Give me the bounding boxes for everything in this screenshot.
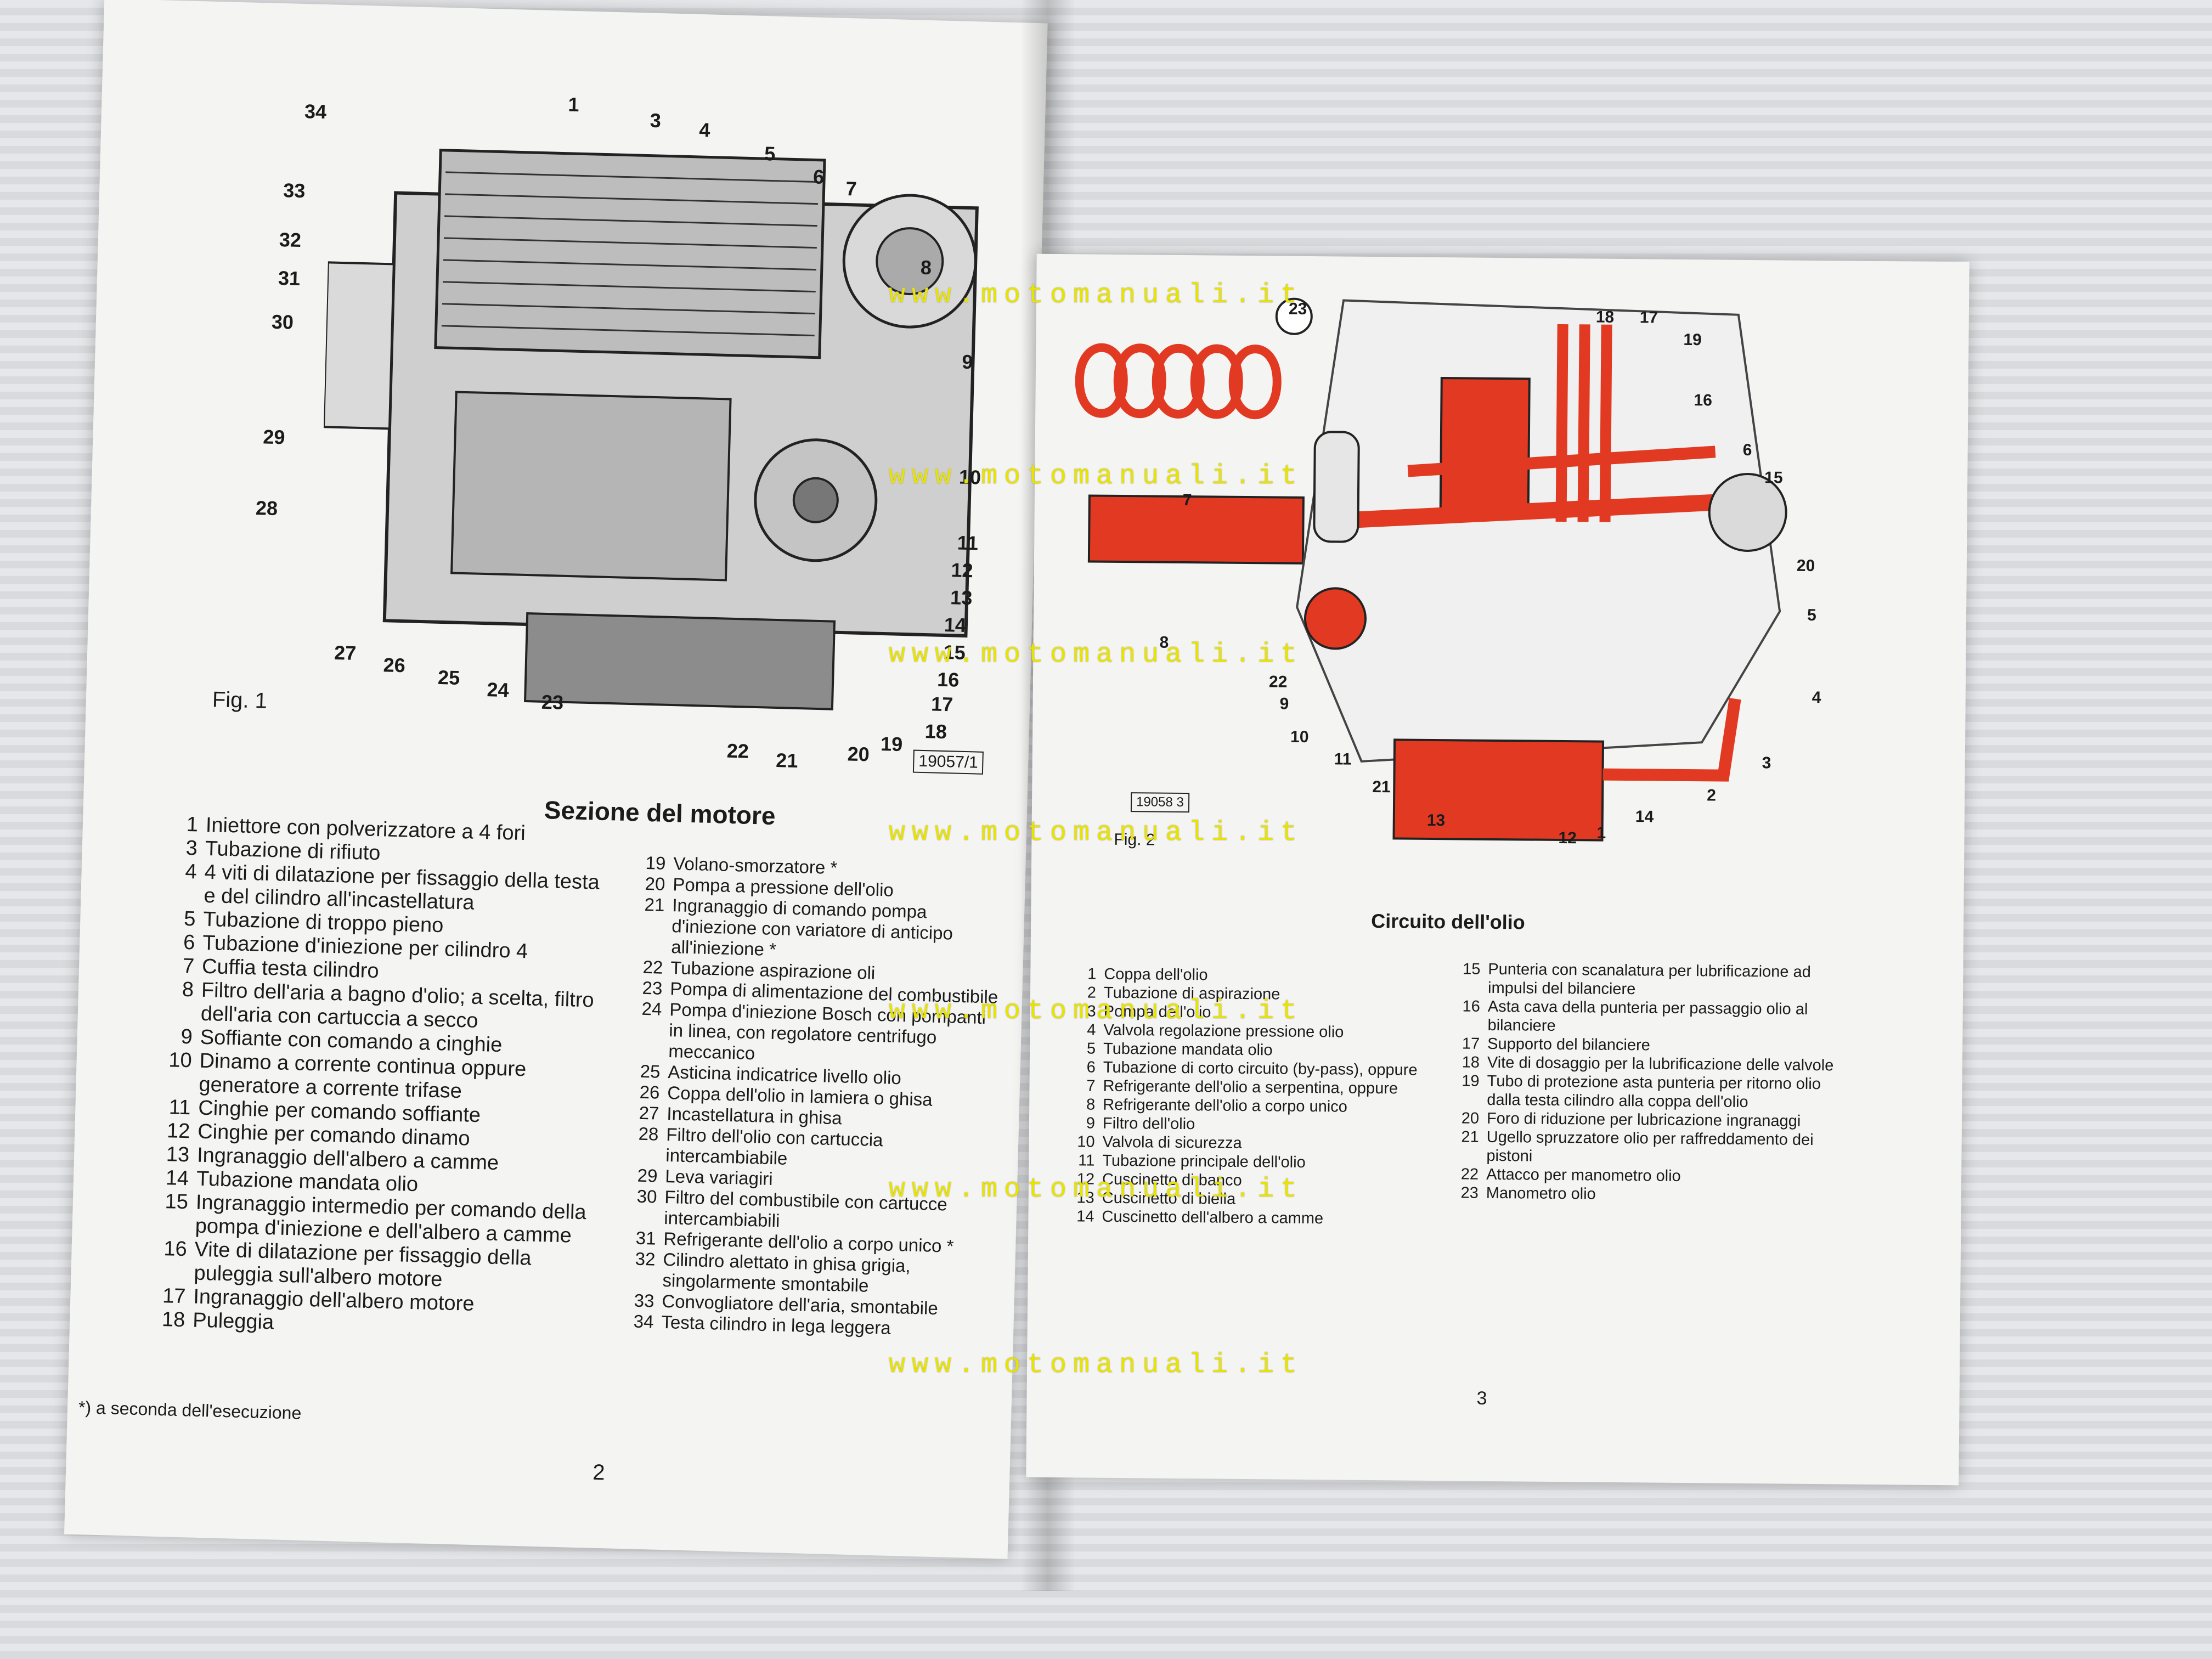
oil-circuit-illustration: [1075, 297, 1787, 842]
watermark: www.motomanuali.it: [889, 996, 1304, 1027]
callout: 18: [924, 720, 947, 743]
callout: 12: [951, 558, 974, 582]
callout: 15: [1764, 469, 1783, 487]
callout: 21: [775, 749, 798, 772]
callout: 14: [944, 613, 967, 636]
watermark: www.motomanuali.it: [889, 1174, 1304, 1205]
watermark: www.motomanuali.it: [889, 639, 1304, 670]
callout: 16: [936, 668, 960, 691]
callout: 14: [1635, 808, 1654, 826]
callout: 4: [1812, 688, 1821, 707]
callout: 27: [334, 641, 357, 664]
callout: 17: [930, 692, 953, 716]
page-number: 3: [1476, 1387, 1487, 1409]
callout: 18: [1595, 308, 1615, 326]
figure-1-ref: 19057/1: [912, 749, 984, 775]
footnote: *) a seconda dell'esecuzione: [78, 1397, 302, 1423]
callout: 5: [1807, 606, 1816, 625]
callout: 1: [568, 93, 580, 116]
callout: 19: [880, 732, 903, 756]
callout: 9: [1279, 695, 1289, 713]
watermark: www.motomanuali.it: [889, 817, 1304, 849]
callout: 23: [541, 690, 564, 714]
callout: 6: [1742, 441, 1752, 460]
callout: 3: [650, 109, 662, 132]
right-page: 23 18 17 19 16 6 15 20 5 4 3 2 14 1 12 1…: [1026, 253, 1970, 1486]
callout: 19: [1683, 330, 1702, 349]
figure-2-ref: 19058 3: [1130, 792, 1189, 813]
callout: 25: [437, 665, 460, 689]
callout: 10: [1290, 727, 1309, 746]
callout: 17: [1639, 308, 1658, 327]
callout: 20: [847, 742, 870, 766]
callout: 33: [283, 179, 306, 202]
figure-2-callouts: 23 18 17 19 16 6 15 20 5 4 3 2 14 1 12 1…: [1037, 254, 1970, 848]
callout: 20: [1796, 556, 1815, 575]
section-title: Circuito dell'olio: [1370, 909, 1525, 934]
callout: 16: [1694, 391, 1712, 410]
callout: 4: [698, 118, 710, 142]
callout: 8: [920, 256, 932, 279]
callout: 9: [961, 350, 974, 374]
watermark: www.motomanuali.it: [889, 280, 1304, 311]
callout: 28: [255, 496, 278, 520]
callout: 22: [1268, 673, 1288, 691]
watermark: www.motomanuali.it: [889, 1350, 1304, 1381]
callout: 32: [279, 228, 302, 252]
figure-1-callouts: 34 1 3 4 5 6 7 33 8 32 31 9 30 29 10 28 …: [104, 0, 1047, 772]
callout: 13: [950, 586, 973, 610]
callout: 34: [304, 100, 327, 123]
watermark: www.motomanuali.it: [889, 461, 1304, 492]
callout: 5: [764, 142, 776, 165]
callout: 3: [1762, 754, 1771, 772]
callout: 11: [1334, 750, 1352, 769]
callout: 29: [262, 425, 286, 449]
callout: 6: [812, 165, 825, 188]
callout: 30: [271, 310, 294, 334]
callout: 13: [1426, 811, 1446, 830]
callout: 11: [957, 531, 979, 555]
callout: 21: [1372, 777, 1391, 797]
callout: 1: [1596, 823, 1606, 842]
callout: 24: [487, 678, 510, 702]
callout: 22: [726, 739, 749, 763]
callout: 31: [278, 266, 301, 290]
callout: 7: [845, 177, 857, 200]
engine-section-illustration: [322, 149, 979, 710]
page-number: 2: [592, 1460, 606, 1485]
callout: 7: [1182, 490, 1192, 510]
callout: 12: [1558, 828, 1577, 848]
callout: 26: [383, 653, 406, 677]
callout: 2: [1707, 786, 1717, 805]
left-page: Fig. 1 19057/1 34 1 3 4 5 6 7 33 8 32 31…: [64, 0, 1048, 1559]
figure-1-label: Fig. 1: [212, 687, 268, 713]
